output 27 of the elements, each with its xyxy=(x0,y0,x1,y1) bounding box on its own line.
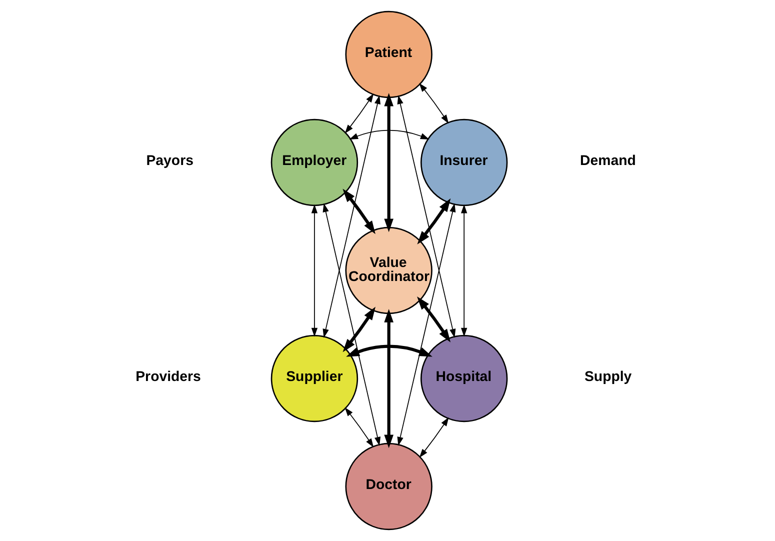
arrow xyxy=(460,204,468,337)
node-circle: Supplier xyxy=(270,334,358,422)
node-circle: Doctor xyxy=(345,442,432,530)
node-circle: Hospital xyxy=(420,334,508,422)
arrow xyxy=(419,83,449,124)
arrow xyxy=(397,203,456,446)
arrow xyxy=(417,198,451,244)
label: Payors xyxy=(146,152,194,169)
arrow xyxy=(344,407,374,448)
arrow xyxy=(311,204,318,337)
arrow xyxy=(384,92,394,232)
arrow xyxy=(342,306,376,352)
arrow xyxy=(322,95,381,338)
arrow xyxy=(346,344,432,357)
arrow xyxy=(384,309,394,448)
arrow xyxy=(417,296,451,342)
label: Demand xyxy=(580,152,636,169)
arrow xyxy=(349,130,430,140)
label: Providers xyxy=(136,368,201,385)
node-circle: Patient xyxy=(345,10,432,98)
arrow xyxy=(344,94,374,134)
arrow xyxy=(342,188,376,234)
label: Supply xyxy=(584,368,632,385)
arrow xyxy=(397,95,456,338)
arrow xyxy=(322,203,381,446)
arrow xyxy=(419,417,449,458)
node-circle: Value Coordinator xyxy=(345,226,432,314)
